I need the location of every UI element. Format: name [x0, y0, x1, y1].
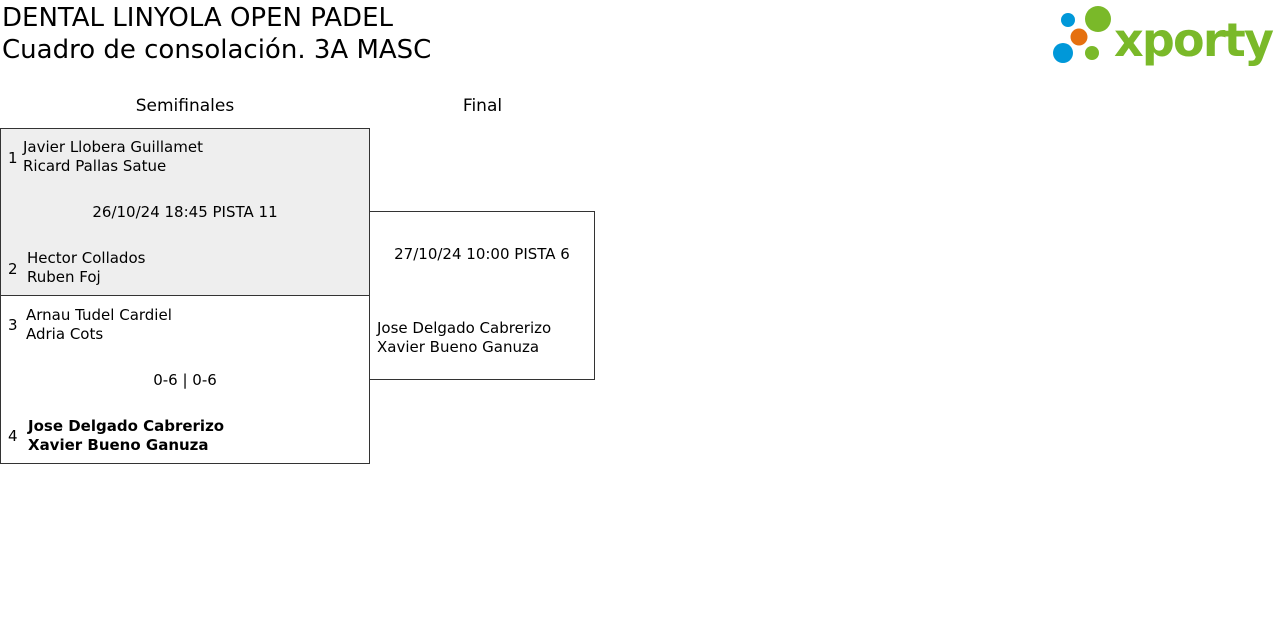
svg-text:xporty: xporty — [1114, 13, 1274, 66]
seed: 3 — [8, 316, 18, 334]
round-header-semifinals: Semifinales — [135, 96, 235, 116]
player: Xavier Bueno Ganuza — [377, 338, 540, 356]
tournament-title: DENTAL LINYOLA OPEN PADEL — [2, 3, 393, 33]
player: Ruben Foj — [27, 268, 101, 286]
team: Javier Llobera Guillamet Ricard Pallas S… — [23, 138, 203, 176]
draw-subtitle: Cuadro de consolación. 3A MASC — [2, 35, 432, 65]
match-semifinal-1[interactable]: 1 Javier Llobera Guillamet Ricard Pallas… — [0, 128, 370, 296]
match-semifinal-2[interactable]: 3 Arnau Tudel Cardiel Adria Cots 0-6 | 0… — [0, 295, 370, 464]
team: Jose Delgado Cabrerizo Xavier Bueno Ganu… — [377, 319, 551, 357]
seed: 2 — [8, 260, 18, 278]
player: Javier Llobera Guillamet — [23, 138, 203, 156]
seed: 4 — [8, 427, 18, 445]
seed: 1 — [8, 149, 18, 167]
round-header-final: Final — [462, 96, 503, 116]
player: Jose Delgado Cabrerizo — [28, 417, 225, 435]
match-info: 26/10/24 18:45 PISTA 11 — [92, 203, 278, 221]
team: Arnau Tudel Cardiel Adria Cots — [26, 306, 172, 344]
match-info: 27/10/24 10:00 PISTA 6 — [394, 245, 570, 263]
player: Ricard Pallas Satue — [23, 157, 167, 175]
match-score: 0-6 | 0-6 — [153, 371, 217, 389]
winner-team: Jose Delgado Cabrerizo Xavier Bueno Ganu… — [28, 417, 224, 455]
player: Adria Cots — [26, 325, 104, 343]
xporty-logo[interactable]: xporty — [1050, 4, 1276, 66]
match-final[interactable]: 27/10/24 10:00 PISTA 6 Jose Delgado Cabr… — [369, 211, 595, 380]
player: Xavier Bueno Ganuza — [28, 436, 209, 454]
player: Hector Collados — [27, 249, 146, 267]
player: Jose Delgado Cabrerizo — [377, 319, 552, 337]
team: Hector Collados Ruben Foj — [27, 249, 145, 287]
player: Arnau Tudel Cardiel — [26, 306, 172, 324]
